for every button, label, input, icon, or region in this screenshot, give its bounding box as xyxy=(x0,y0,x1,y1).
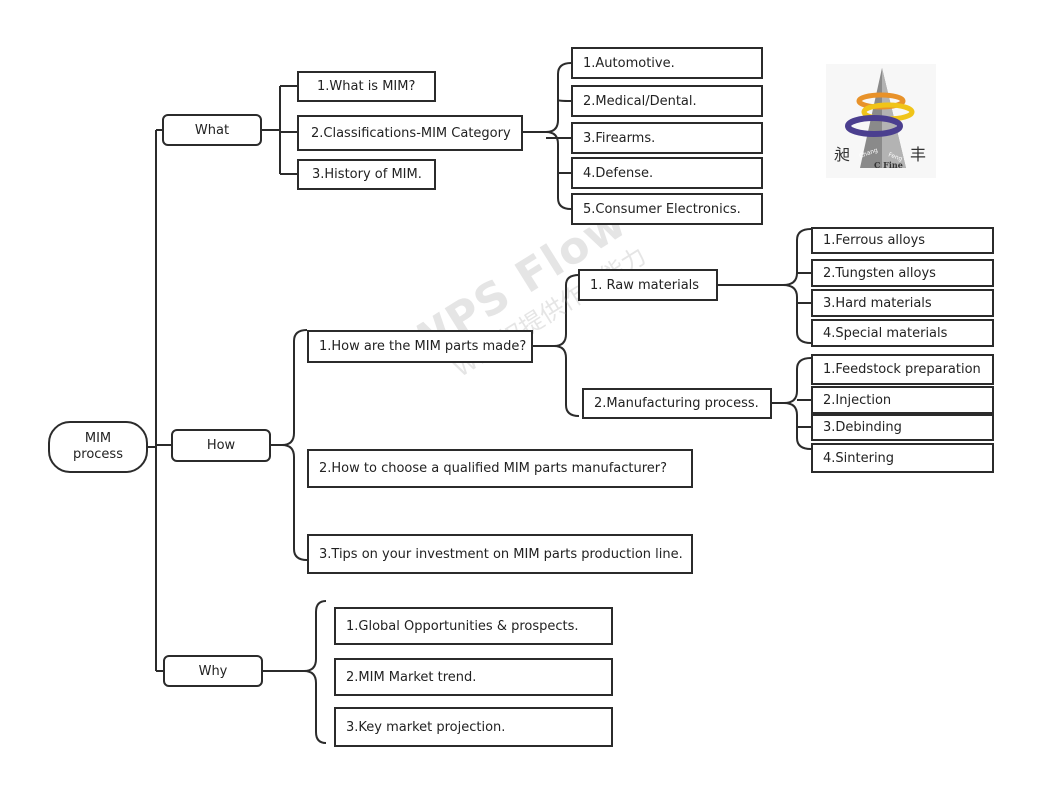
root-node[interactable]: MIM process xyxy=(48,421,148,473)
process-item-1[interactable]: 1.Feedstock preparation xyxy=(811,354,994,385)
what-item-2[interactable]: 2.Classifications-MIM Category xyxy=(297,115,523,151)
how-choose-node[interactable]: 2.How to choose a qualified MIM parts ma… xyxy=(307,449,693,488)
raw-item-3[interactable]: 3.Hard materials xyxy=(811,289,994,317)
process-item-4[interactable]: 4.Sintering xyxy=(811,443,994,473)
why-item-3[interactable]: 3.Key market projection. xyxy=(334,707,613,747)
branch-why[interactable]: Why xyxy=(163,655,263,687)
what-item-1[interactable]: 1.What is MIM? xyxy=(297,71,436,102)
raw-materials-node[interactable]: 1. Raw materials xyxy=(578,269,718,301)
branch-what[interactable]: What xyxy=(162,114,262,146)
manufacturing-process-node[interactable]: 2.Manufacturing process. xyxy=(582,388,772,419)
logo-purple-ring xyxy=(845,115,903,137)
logo-char-right: 丰 xyxy=(910,145,926,164)
branch-how[interactable]: How xyxy=(171,429,271,462)
company-logo: 昶 丰 Chang Feng C Fine xyxy=(826,64,936,178)
category-item-3[interactable]: 3.Firearms. xyxy=(571,122,763,154)
why-item-2[interactable]: 2.MIM Market trend. xyxy=(334,658,613,696)
process-item-3[interactable]: 3.Debinding xyxy=(811,414,994,441)
why-item-1[interactable]: 1.Global Opportunities & prospects. xyxy=(334,607,613,645)
root-label-line1: MIM xyxy=(84,430,112,446)
raw-item-4[interactable]: 4.Special materials xyxy=(811,319,994,347)
how-tips-node[interactable]: 3.Tips on your investment on MIM parts p… xyxy=(307,534,693,574)
root-label-line2: process xyxy=(73,447,123,462)
logo-brand: C Fine xyxy=(874,160,903,170)
logo-tag-right: Feng xyxy=(887,151,903,163)
how-made-node[interactable]: 1.How are the MIM parts made? xyxy=(307,330,533,363)
logo-char-left: 昶 xyxy=(834,145,850,164)
category-item-4[interactable]: 4.Defense. xyxy=(571,157,763,189)
what-item-3[interactable]: 3.History of MIM. xyxy=(297,159,436,190)
category-item-1[interactable]: 1.Automotive. xyxy=(571,47,763,79)
raw-item-2[interactable]: 2.Tungsten alloys xyxy=(811,259,994,287)
category-item-2[interactable]: 2.Medical/Dental. xyxy=(571,85,763,117)
raw-item-1[interactable]: 1.Ferrous alloys xyxy=(811,227,994,254)
category-item-5[interactable]: 5.Consumer Electronics. xyxy=(571,193,763,225)
process-item-2[interactable]: 2.Injection xyxy=(811,386,994,414)
